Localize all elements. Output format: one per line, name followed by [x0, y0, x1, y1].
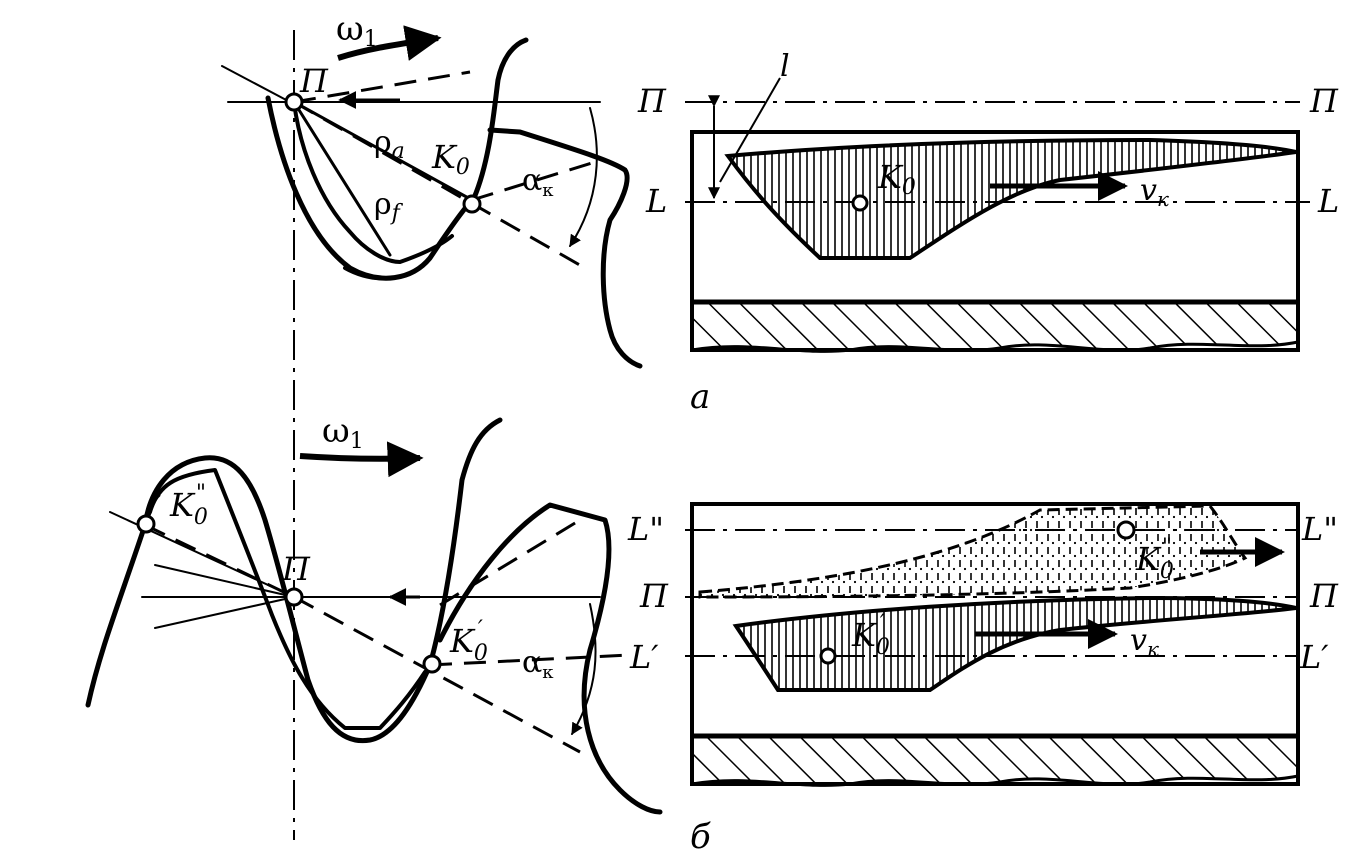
top-alpha: αк: [522, 163, 554, 201]
top-line-pole-right: П: [1309, 82, 1339, 120]
bottom-line-pole-right: П: [1309, 577, 1339, 615]
bottom-point-single: K0′: [449, 617, 488, 666]
top-line-pole-left: П: [637, 82, 667, 120]
bottom-pit-block: [685, 502, 1300, 787]
top-line-l-left: L: [645, 182, 667, 220]
top-contact-label: K0: [431, 138, 470, 180]
bottom-velocity-label: vк: [1130, 623, 1159, 661]
bottom-line-l2-right: L": [1301, 510, 1338, 548]
contact-point: [462, 194, 482, 214]
bottom-caption: б: [690, 817, 711, 852]
bottom-line-l1-right: L′: [1299, 638, 1329, 676]
top-pit-point-label: K0: [877, 158, 916, 200]
top-omega: ω1: [336, 9, 378, 52]
top-pit-block: [685, 77, 1310, 353]
bottom-point-double: K0": [169, 481, 208, 530]
bottom-gear-mesh: [85, 417, 663, 815]
bottom-alpha: αк: [522, 645, 554, 683]
top-velocity-label: vк: [1140, 173, 1169, 211]
top-gear-mesh: [221, 25, 643, 369]
bottom-pit1-point-label: K0′: [851, 611, 890, 660]
bottom-line-pole-left: П: [639, 577, 669, 615]
bottom-line-l1-left: L′: [629, 638, 659, 676]
bottom-pole-label: П: [281, 550, 311, 588]
top-length-label: l: [780, 49, 790, 84]
top-line-l-right: L: [1317, 182, 1339, 220]
bottom-line-l2-left: L": [627, 510, 664, 548]
top-caption: а: [690, 377, 710, 417]
bottom-pit2-point-label: K0": [1135, 535, 1174, 584]
bottom-omega: ω1: [322, 411, 364, 454]
top-pole-label: П: [299, 62, 329, 100]
pole-point: [284, 92, 304, 112]
top-rho-f: ρf: [374, 187, 404, 226]
top-rho-a: ρa: [374, 125, 405, 164]
